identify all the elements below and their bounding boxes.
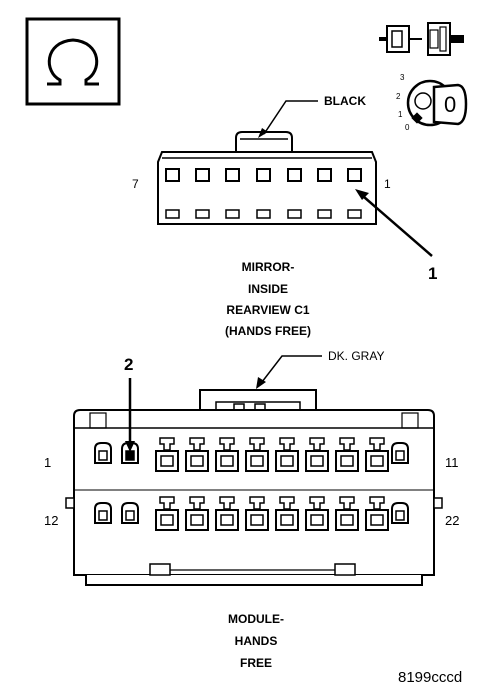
ignition-pos-1: 1 (398, 110, 403, 119)
module-terminal-cavity (335, 496, 359, 531)
ignition-key-icon: 3 2 1 0 0 (396, 73, 468, 132)
c1-caption-line-4: (HANDS FREE) (225, 324, 311, 338)
module-caption-line-3: FREE (240, 656, 272, 670)
c1-lower-slots (165, 209, 362, 219)
module-terminal-cavity (305, 437, 329, 472)
module-pin-22-label: 22 (445, 513, 459, 528)
c1-pin-right-label: 1 (384, 177, 391, 191)
ignition-pos-3: 3 (400, 73, 405, 82)
module-terminal-cavity (155, 437, 179, 472)
connector-module: DK. GRAY 2 1 11 12 22 (44, 349, 459, 586)
module-terminal-cavity (185, 496, 209, 531)
module-small-cavity (94, 442, 112, 464)
c1-upper-cavities (165, 168, 362, 182)
ignition-pos-0: 0 (405, 123, 410, 132)
ignition-key-label: 0 (444, 92, 456, 117)
module-pin-12-label: 12 (44, 513, 58, 528)
c1-cavity (287, 168, 302, 182)
module-terminal-cavity (245, 437, 269, 472)
c1-caption-line-3: REARVIEW C1 (226, 303, 309, 317)
ignition-pos-2: 2 (396, 92, 401, 101)
module-terminal-cavity (275, 496, 299, 531)
c1-cavity (256, 168, 271, 182)
module-terminals (94, 437, 409, 531)
c1-pin-left-label: 7 (132, 177, 139, 191)
c1-caption: MIRROR- INSIDE REARVIEW C1 (HANDS FREE) (225, 260, 311, 338)
module-caption-line-2: HANDS (235, 634, 278, 648)
module-pin-1-label: 1 (44, 455, 51, 470)
module-callout-number: 2 (124, 355, 133, 374)
module-caption: MODULE- HANDS FREE (228, 612, 284, 670)
c1-cavity (317, 168, 332, 182)
module-terminal-cavity (305, 496, 329, 531)
c1-cavity (165, 168, 180, 182)
c1-caption-line-2: INSIDE (248, 282, 288, 296)
module-terminal-cavity (335, 437, 359, 472)
module-terminal-cavity (365, 437, 389, 472)
module-terminal-cavity (245, 496, 269, 531)
module-terminal-cavity (275, 437, 299, 472)
c1-caption-line-1: MIRROR- (242, 260, 295, 274)
module-wire-color-label: DK. GRAY (328, 349, 384, 363)
c1-callout-number: 1 (428, 264, 437, 283)
module-terminal-cavity (185, 437, 209, 472)
c1-wire-color-label: BLACK (324, 94, 366, 108)
module-terminal-cavity (365, 496, 389, 531)
ohm-symbol-icon (25, 17, 121, 106)
module-small-cavity (94, 502, 112, 524)
module-small-cavity (391, 442, 409, 464)
module-small-cavity (391, 502, 409, 524)
module-terminal-cavity (155, 496, 179, 531)
module-terminal-cavity (215, 437, 239, 472)
module-terminal-cavity (215, 496, 239, 531)
figure-id: 8199cccd (398, 669, 462, 686)
c1-cavity (195, 168, 210, 182)
connector-disconnect-icon (379, 22, 464, 56)
module-small-cavity (121, 502, 139, 524)
connector-c1: BLACK 7 1 1 (132, 94, 437, 283)
module-caption-line-1: MODULE- (228, 612, 284, 626)
c1-cavity (347, 168, 362, 182)
module-pin-11-label: 11 (445, 455, 459, 470)
c1-cavity (225, 168, 240, 182)
